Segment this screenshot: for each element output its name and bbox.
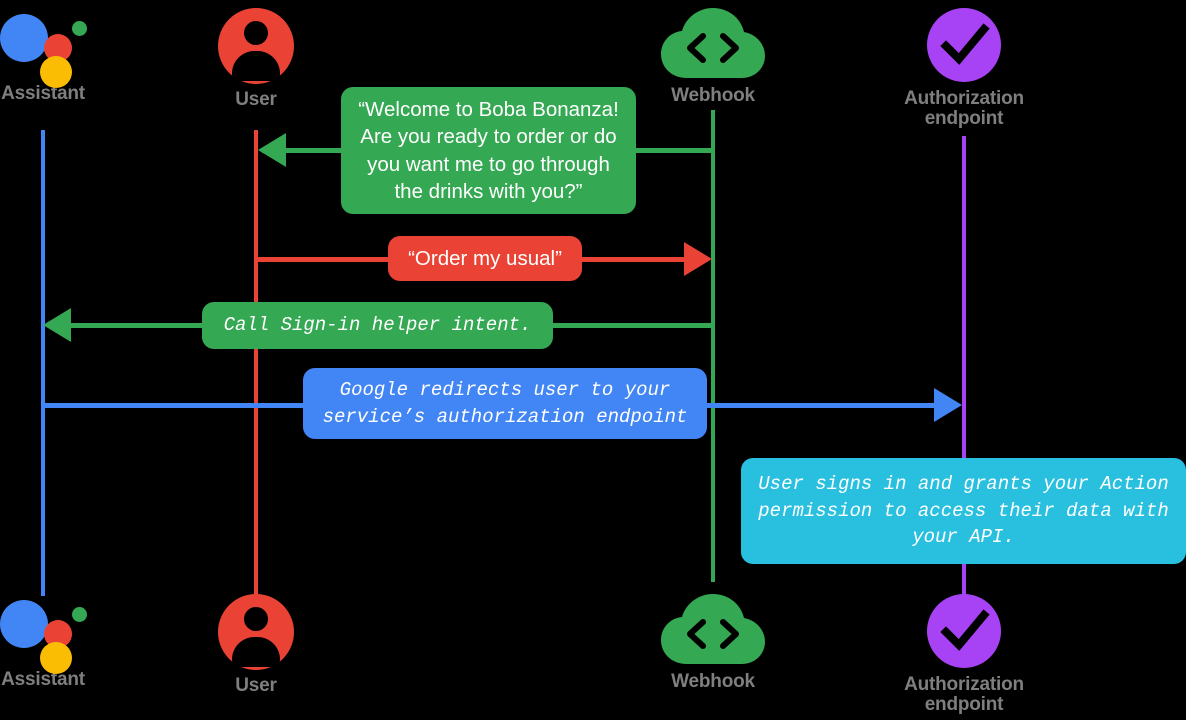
- assistant-blue-dot-icon: [0, 14, 48, 62]
- actor-assistant-bottom: Assistant: [0, 594, 153, 690]
- message-text-grant: User signs in and grants your Action per…: [758, 472, 1169, 549]
- assistant-green-dot-icon: [72, 21, 87, 36]
- purple-check-circle-icon: [927, 8, 1001, 82]
- actor-label-assistant-bottom: Assistant: [1, 669, 85, 690]
- lifeline-user: [254, 130, 258, 596]
- cloud-code-icon-bottom: [659, 592, 767, 668]
- lifeline-auth: [962, 136, 966, 596]
- message-text-order: “Order my usual”: [408, 246, 562, 270]
- actor-label-webhook-top: Webhook: [671, 85, 755, 106]
- actor-label-user-bottom: User: [235, 675, 277, 696]
- user-avatar-icon: [218, 8, 294, 84]
- user-head-shape: [244, 607, 268, 631]
- user-body-shape: [232, 51, 280, 81]
- google-assistant-logo: [0, 8, 87, 88]
- assistant-green-dot-icon: [72, 607, 87, 622]
- assistant-yellow-dot-icon: [40, 56, 72, 88]
- user-avatar-icon-bottom: [218, 594, 294, 670]
- actor-label-webhook-bottom: Webhook: [671, 671, 755, 692]
- message-text-redirect: Google redirects user to your service’s …: [322, 378, 688, 428]
- actor-webhook-bottom: Webhook: [603, 592, 823, 692]
- actor-auth-top: Authorization endpoint: [854, 8, 1074, 129]
- message-bubble-welcome: “Welcome to Boba Bonanza! Are you ready …: [341, 87, 636, 214]
- message-text-signin: Call Sign-in helper intent.: [223, 314, 532, 337]
- user-head-shape: [244, 21, 268, 45]
- google-assistant-logo-bottom: [0, 594, 87, 674]
- actor-auth-bottom: Authorization endpoint: [854, 594, 1074, 715]
- actor-webhook-top: Webhook: [603, 6, 823, 106]
- cloud-code-svg: [661, 8, 765, 78]
- arrow-head-welcome: [258, 133, 286, 167]
- actor-label-auth-top: Authorization endpoint: [904, 88, 1024, 129]
- user-body-shape: [232, 637, 280, 667]
- arrow-head-order: [684, 242, 712, 276]
- message-bubble-redirect: Google redirects user to your service’s …: [303, 368, 707, 439]
- lifeline-webhook: [711, 110, 715, 582]
- actor-label-assistant-top: Assistant: [1, 83, 85, 104]
- assistant-blue-dot-icon: [0, 600, 48, 648]
- arrow-head-signin: [43, 308, 71, 342]
- lifeline-assistant: [41, 130, 45, 596]
- message-bubble-grant: User signs in and grants your Action per…: [741, 458, 1186, 564]
- actor-label-auth-bottom: Authorization endpoint: [904, 674, 1024, 715]
- purple-check-circle-icon-bottom: [927, 594, 1001, 668]
- message-bubble-order: “Order my usual”: [388, 236, 582, 281]
- cloud-code-icon: [659, 6, 767, 82]
- check-mark-svg: [940, 609, 990, 651]
- actor-user-bottom: User: [146, 594, 366, 696]
- cloud-code-svg: [661, 594, 765, 664]
- message-text-welcome: “Welcome to Boba Bonanza! Are you ready …: [358, 98, 619, 203]
- actor-user-top: User: [146, 8, 366, 110]
- check-mark-svg: [940, 23, 990, 65]
- actor-assistant-top: Assistant: [0, 8, 153, 104]
- assistant-yellow-dot-icon: [40, 642, 72, 674]
- message-bubble-signin: Call Sign-in helper intent.: [202, 302, 553, 349]
- actor-label-user-top: User: [235, 89, 277, 110]
- arrow-head-redirect: [934, 388, 962, 422]
